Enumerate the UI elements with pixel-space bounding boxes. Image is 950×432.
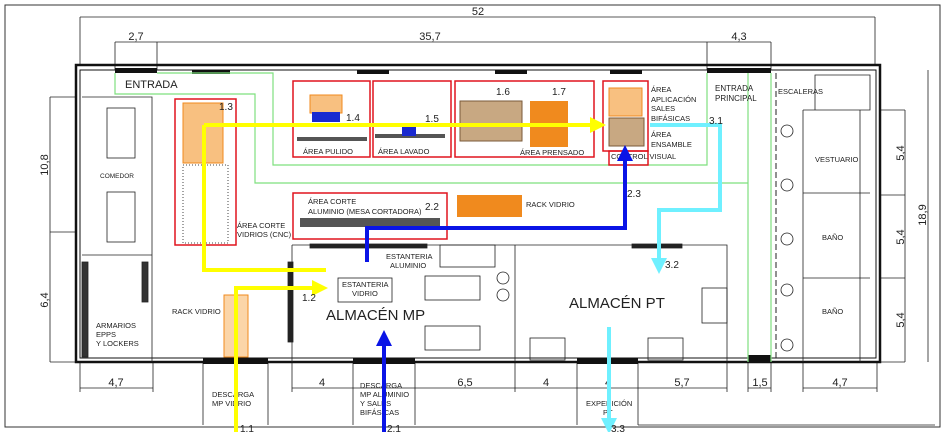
flow-1-return	[202, 125, 326, 272]
label-bano-2: BAÑO	[822, 307, 843, 316]
dim-total-width: 52	[472, 6, 484, 18]
dim-bottom-6: 5,7	[674, 377, 689, 389]
label-armarios-3: Y LOCKERS	[96, 339, 139, 348]
building-inner-wall	[79, 69, 877, 359]
dim-left-upper: 10,8	[39, 154, 51, 175]
label-ensamble-1: ÁREA	[651, 130, 671, 139]
flow-1-inbound	[234, 280, 328, 432]
step-1-3: 1.3	[219, 102, 233, 113]
label-entrada-principal-2: PRINCIPAL	[715, 94, 757, 103]
label-corte-aluminio-1: ÁREA CORTE	[308, 197, 356, 206]
zone-lavado	[372, 80, 452, 158]
label-armarios-2: EPPS	[96, 330, 116, 339]
dim-top-left: 2,7	[128, 31, 143, 43]
label-aplicacion-3: SALES	[651, 104, 675, 113]
label-lavado: ÁREA LAVADO	[378, 147, 430, 156]
dim-top-mid: 35,7	[419, 31, 440, 43]
step-1-2: 1.2	[302, 293, 316, 304]
dim-right-3: 5,4	[895, 312, 907, 327]
label-entrada-principal-1: ENTRADA	[715, 84, 754, 93]
top-dimensions	[79, 16, 876, 70]
step-3-2: 3.2	[665, 260, 679, 271]
dim-bottom-1: 4,7	[108, 377, 123, 389]
label-descarga-vidrio-1: DESCARGA	[212, 390, 254, 399]
side-dimensions	[49, 70, 929, 363]
label-estanteria-vidrio-1: ESTANTERIA	[342, 280, 389, 289]
label-entrada: ENTRADA	[125, 79, 178, 91]
comedor-room	[81, 96, 153, 362]
flow-3-main	[650, 123, 722, 274]
label-descarga-aluminio-4: BIFÁSICAS	[360, 408, 399, 417]
label-estanteria-aluminio-2: ALUMINIO	[390, 261, 426, 270]
step-2-2: 2.2	[425, 202, 439, 213]
label-escaleras: ESCALERAS	[778, 87, 823, 96]
dim-top-right: 4,3	[731, 31, 746, 43]
step-1-1: 1.1	[240, 424, 254, 432]
step-3-3: 3.3	[611, 424, 625, 432]
label-vestuario: VESTUARIO	[815, 155, 859, 164]
dim-right-1: 5,4	[895, 145, 907, 160]
zone-pulido	[292, 80, 371, 158]
label-almacen-pt: ALMACÉN PT	[569, 295, 665, 312]
label-estanteria-vidrio-2: VIDRIO	[352, 289, 378, 298]
step-2-1: 2.1	[387, 424, 401, 432]
label-armarios-1: ARMARIOS	[96, 321, 136, 330]
label-pulido: ÁREA PULIDO	[303, 147, 353, 156]
label-estanteria-aluminio-1: ESTANTERIA	[386, 252, 433, 261]
label-almacen-mp: ALMACÉN MP	[326, 307, 425, 324]
bottom-dimensions	[79, 362, 935, 426]
dim-left-lower: 6,4	[39, 292, 51, 307]
drawing-frame	[4, 4, 941, 428]
label-prensado: ÁREA PRENSADO	[520, 148, 584, 157]
building-outer-wall	[74, 63, 882, 364]
label-corte-vidrios-2: VIDRIOS (CNC)	[237, 230, 292, 239]
label-comedor: COMEDOR	[100, 173, 134, 180]
dim-right-2: 5,4	[895, 229, 907, 244]
aisle-lines	[114, 72, 772, 362]
flow-arrows	[202, 117, 722, 432]
right-wing-rooms	[780, 74, 871, 362]
step-1-5: 1.5	[425, 114, 439, 125]
zone-corte-aluminio	[292, 192, 448, 240]
step-2-3: 2.3	[627, 189, 641, 200]
label-rack-vidrio-1: RACK VIDRIO	[172, 307, 221, 316]
step-1-4: 1.4	[346, 113, 360, 124]
label-bano-1: BAÑO	[822, 233, 843, 242]
label-rack-vidrio-2: RACK VIDRIO	[526, 200, 575, 209]
label-ensamble-2: ENSAMBLE	[651, 140, 692, 149]
label-corte-vidrios-1: ÁREA CORTE	[237, 221, 285, 230]
label-aplicacion-2: APLICACIÓN	[651, 95, 696, 104]
label-descarga-aluminio-1: DESCARGA	[360, 381, 402, 390]
label-control: CONTROL VISUAL	[611, 152, 676, 161]
dim-bottom-8: 4,7	[832, 377, 847, 389]
step-1-6: 1.6	[496, 87, 510, 98]
label-aplicacion-4: BIFÁSICAS	[651, 114, 690, 123]
label-descarga-vidrio-2: MP VIDRIO	[212, 399, 251, 408]
label-corte-aluminio-2: ALUMINIO (MESA CORTADORA)	[308, 207, 422, 216]
dim-bottom-7: 1,5	[752, 377, 767, 389]
step-1-7: 1.7	[552, 87, 566, 98]
dim-bottom-2: 4	[319, 377, 325, 389]
flow-2-main	[365, 145, 633, 262]
dim-right-total: 18,9	[917, 204, 929, 225]
label-aplicacion-1: ÁREA	[651, 85, 671, 94]
step-3-1: 3.1	[709, 116, 723, 127]
dim-bottom-4: 4	[543, 377, 549, 389]
dim-bottom-3: 6,5	[457, 377, 472, 389]
label-descarga-aluminio-3: Y SALES	[360, 399, 391, 408]
